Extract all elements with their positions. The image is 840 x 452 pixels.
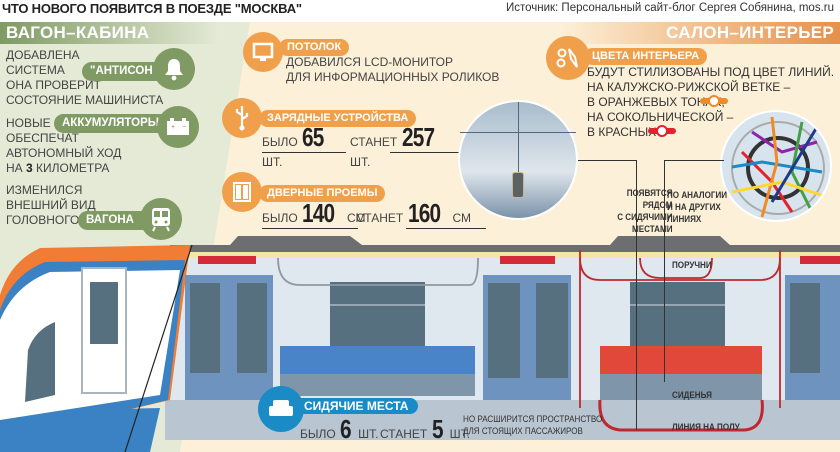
interior-section-title: САЛОН–ИНТЕРЬЕР (560, 22, 840, 44)
chargers-was: БЫЛО 65 ШТ. (262, 122, 325, 169)
top-bar (0, 0, 840, 22)
ceiling-badge: ПОТОЛОК (279, 39, 350, 56)
svg-text:−: − (182, 124, 186, 131)
colors-text: БУДУТ СТИЛИЗОВАНЫ ПОД ЦВЕТ ЛИНИЙ. НА КАЛ… (587, 65, 835, 139)
seating-will: СТАНЕТ 5 ШТ. (380, 414, 470, 444)
train-illustration (0, 236, 840, 452)
batteries-badge: АККУМУЛЯТОРЫ (54, 114, 186, 133)
orange-line-marker (700, 95, 728, 107)
ceiling-detail-circle (458, 100, 578, 220)
seating-badge: СИДЯЧИЕ МЕСТА (294, 398, 419, 414)
chargers-was-underline (262, 152, 346, 153)
leader-line (664, 160, 724, 161)
usb-icon (222, 98, 262, 138)
page-title: ЧТО НОВОГО ПОЯВИТСЯ В ПОЕЗДЕ "МОСКВА" (2, 1, 302, 16)
ceiling-text: ДОБАВИЛСЯ LCD-МОНИТОР ДЛЯ ИНФОРМАЦИОННЫХ… (286, 55, 500, 84)
chargers-will: СТАНЕТ 257 ШТ. (350, 122, 435, 169)
doors-will: СТАНЕТ 160 СМ (356, 198, 472, 228)
near-seats-note: ПОЯВЯТСЯ РЯДОМ С СИДЯЧИМИ МЕСТАМИ (617, 188, 673, 235)
monitor-icon (243, 32, 283, 72)
batteries-text: НОВЫЕ ОБЕСПЕЧАТ АВТОНОМНЫЙ ХОД НА 3 КИЛО… (6, 116, 122, 175)
leader-line (664, 160, 665, 382)
seating-was: БЫЛО 6 ШТ. (300, 414, 379, 444)
doors-was-underline (262, 228, 358, 229)
door-icon (222, 172, 262, 212)
usb-charger-port (512, 172, 524, 198)
other-lines-note: ПО АНАЛОГИИ И НА ДРУГИХ ЛИНИЯХ (667, 190, 728, 225)
cabin-section-title: ВАГОН–КАБИНА (0, 22, 220, 44)
train-icon (140, 198, 182, 240)
antison-text: ДОБАВЛЕНА СИСТЕМА ОНА ПРОВЕРИТ СОСТОЯНИЕ… (6, 48, 164, 107)
exterior-text: ИЗМЕНИЛСЯ ВНЕШНИЙ ВИД ГОЛОВНОГО (6, 183, 96, 227)
doors-will-underline (406, 228, 486, 229)
floor-line-label: ЛИНИЯ НА ПОЛУ (672, 422, 740, 433)
svg-text:+: + (171, 124, 175, 131)
bell-icon (153, 48, 195, 90)
seating-note: НО РАСШИРИТСЯ ПРОСТРАНСТВО ДЛЯ СТОЯЩИХ П… (463, 414, 603, 437)
battery-icon: +− (157, 106, 199, 148)
seats-label: СИДЕНЬЯ (672, 390, 712, 401)
chargers-will-underline (390, 152, 460, 153)
doors-was: БЫЛО 140 СМ (262, 198, 366, 228)
leader-line (578, 160, 636, 161)
doors-badge: ДВЕРНЫЕ ПРОЕМЫ (259, 185, 386, 202)
colors-badge: ЦВЕТА ИНТЕРЬЕРА (584, 48, 708, 65)
red-line-marker (648, 125, 676, 137)
chargers-badge: ЗАРЯДНЫЕ УСТРОЙСТВА (259, 110, 417, 127)
metro-map-icon (731, 116, 828, 218)
metro-map-circle (720, 110, 832, 222)
leader-line (636, 160, 637, 430)
handrails-label: ПОРУЧНИ (672, 260, 712, 271)
source-caption: Источник: Персональный сайт-блог Сергея … (505, 2, 834, 14)
palette-icon (546, 36, 590, 80)
